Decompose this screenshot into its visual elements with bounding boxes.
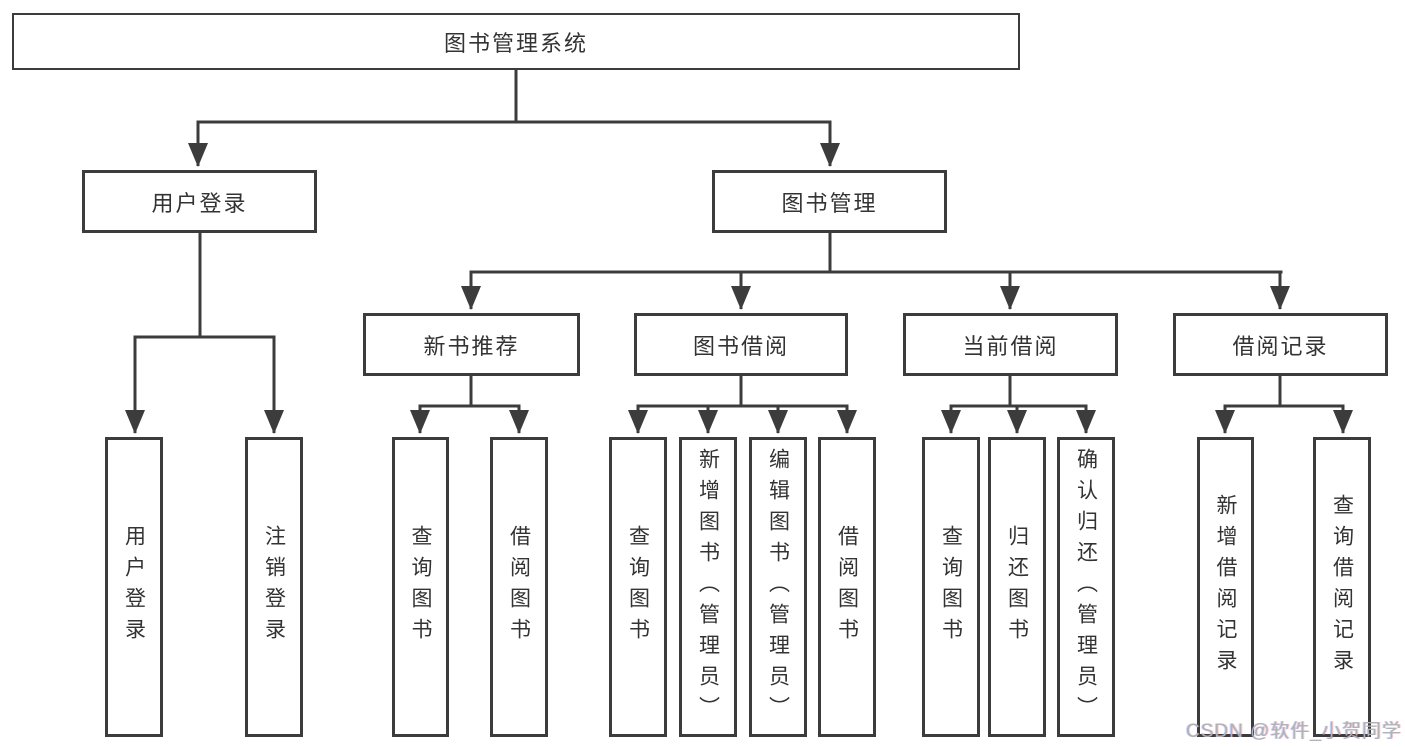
node-user-login: 用户登录: [82, 170, 317, 233]
node-bb-edit-books-admin: 编辑图书（管理员）: [749, 437, 807, 737]
node-cb-return-books: 归还图书: [988, 437, 1046, 737]
node-library-system: 图书管理系统: [12, 13, 1020, 70]
node-nb-query-books: 查询图书: [392, 437, 449, 737]
node-logout-leaf: 注销登录: [245, 437, 303, 737]
node-book-management: 图书管理: [712, 170, 947, 233]
node-user-login-leaf: 用户登录: [105, 437, 163, 737]
node-bb-borrow-books: 借阅图书: [818, 437, 876, 737]
node-cb-confirm-return-admin: 确认归还（管理员）: [1057, 437, 1115, 737]
node-br-query-record: 查询借阅记录: [1313, 437, 1371, 737]
node-nb-borrow-books: 借阅图书: [490, 437, 548, 737]
watermark: CSDN @软件_小贺同学: [1186, 721, 1402, 742]
node-book-borrowing: 图书借阅: [634, 313, 848, 376]
node-new-book-recommend: 新书推荐: [363, 313, 580, 376]
node-cb-query-books: 查询图书: [922, 437, 980, 737]
node-bb-add-books-admin: 新增图书（管理员）: [679, 437, 737, 737]
node-br-add-record: 新增借阅记录: [1197, 437, 1254, 737]
node-bb-query-books: 查询图书: [609, 437, 667, 737]
node-borrowing-records: 借阅记录: [1173, 313, 1388, 376]
node-current-borrowing: 当前借阅: [903, 313, 1118, 376]
